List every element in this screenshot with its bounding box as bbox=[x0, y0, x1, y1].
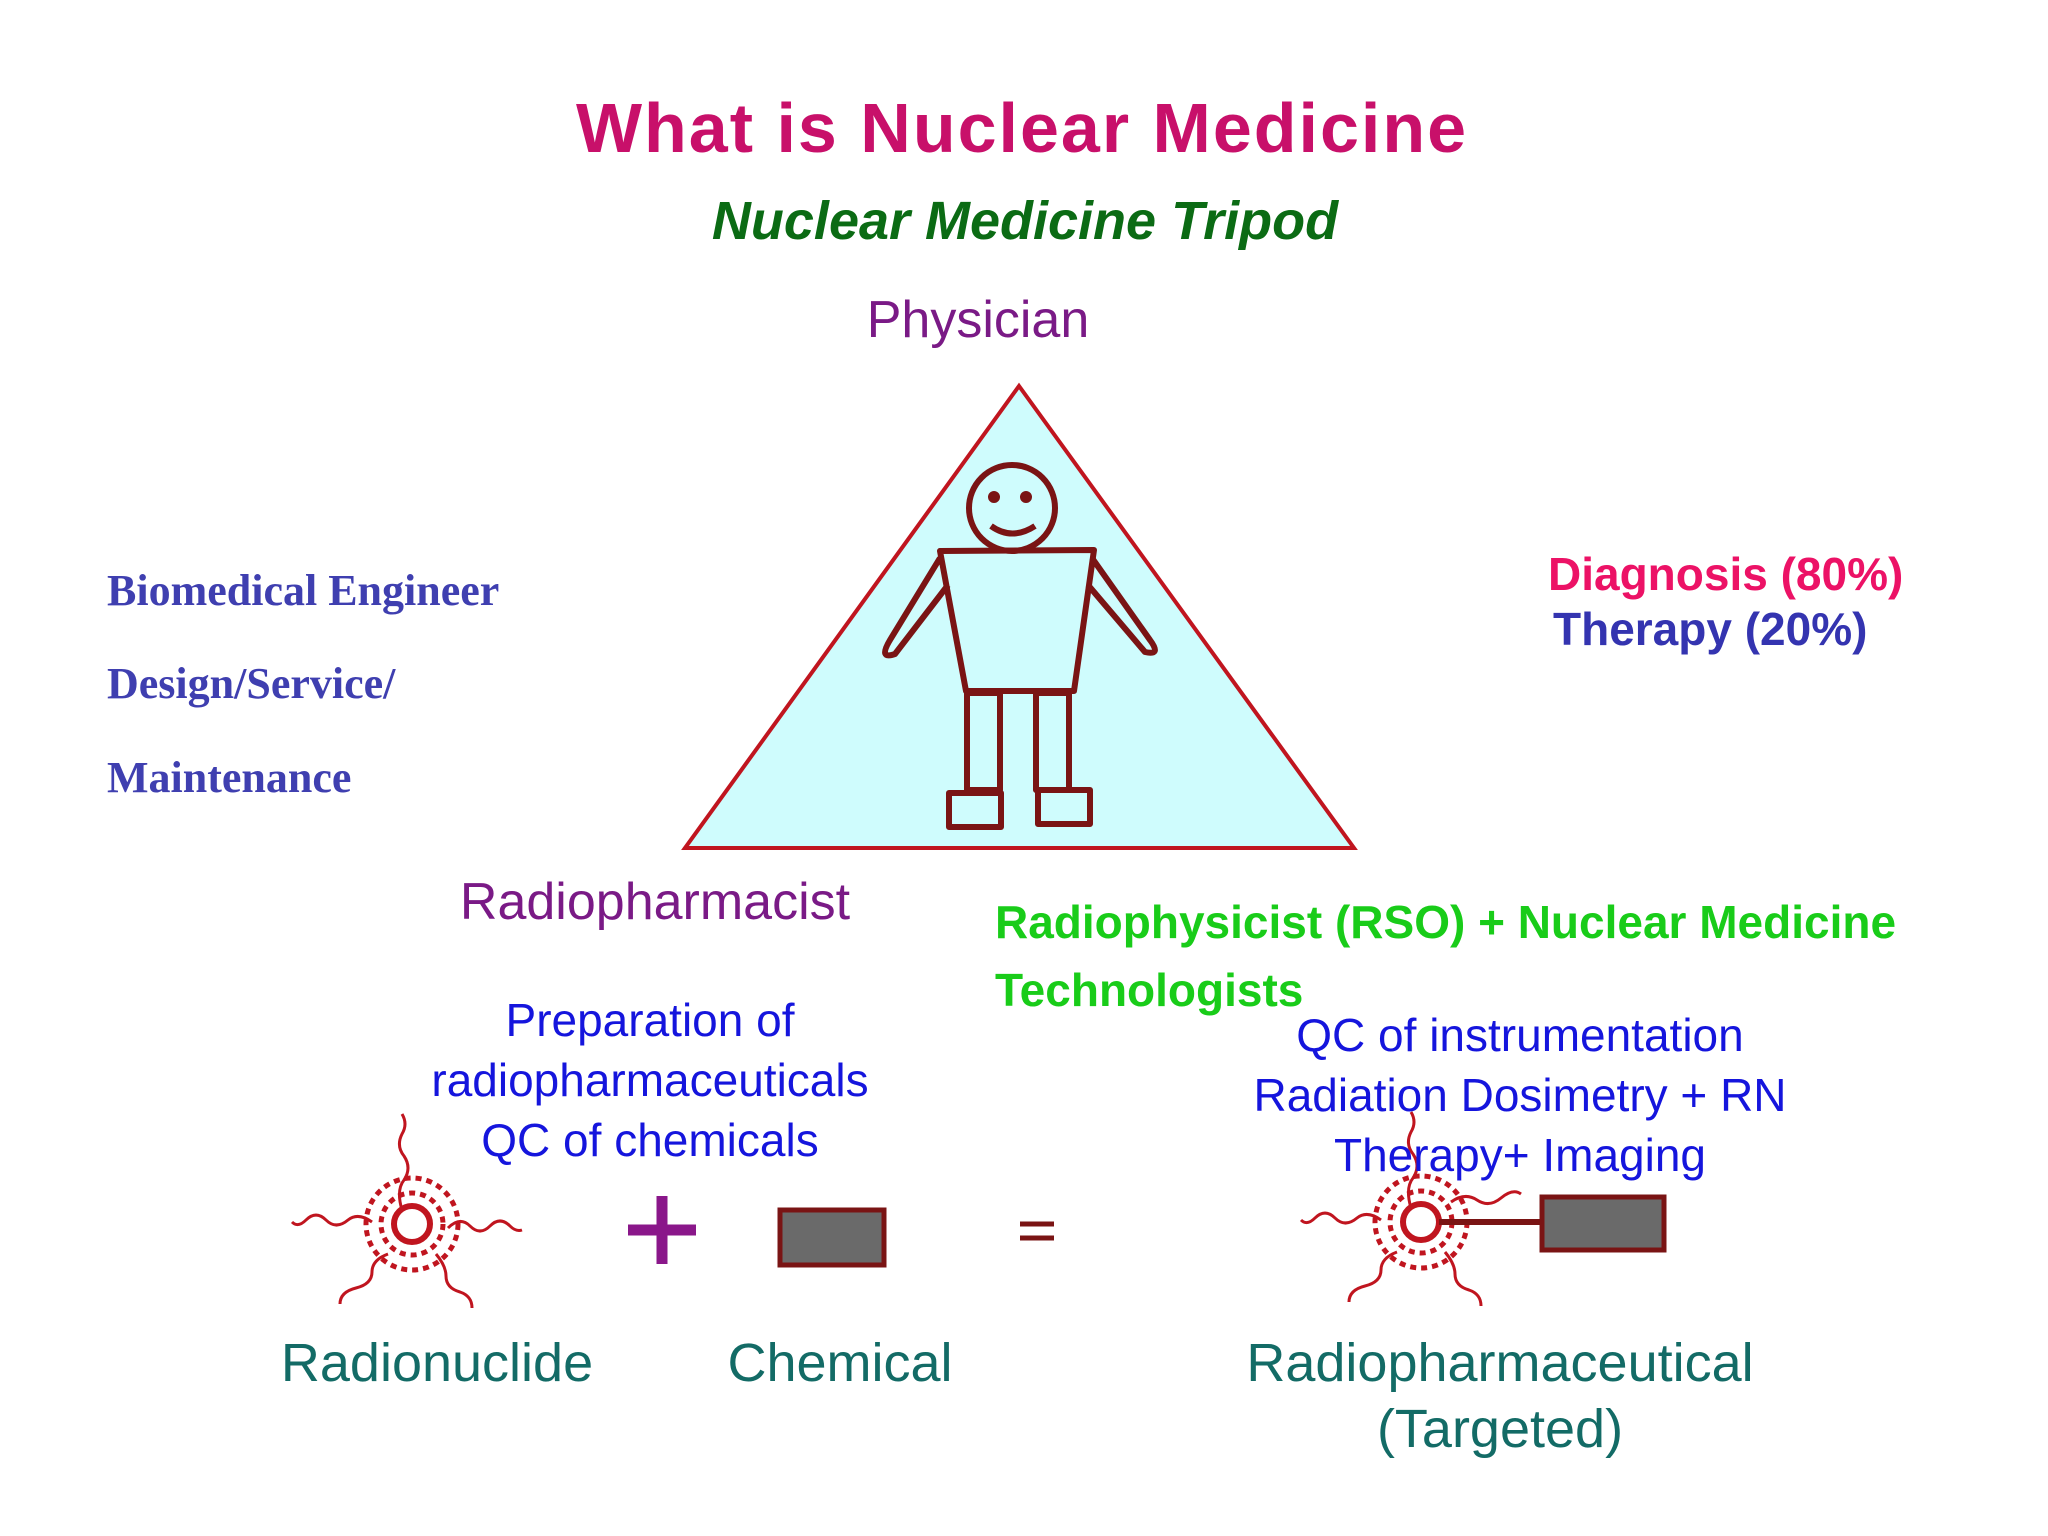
vertex-radiopharmacist: Radiopharmacist bbox=[459, 873, 851, 931]
vertex-physician: Physician bbox=[866, 291, 1090, 349]
label-line: Radiopharmaceutical bbox=[1246, 1333, 1754, 1393]
targeting-molecule-icon bbox=[1539, 1194, 1667, 1253]
vertex-radiophysicist: Radiophysicist (RSO) + Nuclear Medicine … bbox=[995, 896, 1897, 1016]
chemical-icon bbox=[777, 1207, 887, 1268]
label-line: (Targeted) bbox=[1376, 1399, 1624, 1459]
role-line: Radiation Dosimetry + RN bbox=[1253, 1069, 1787, 1121]
equals-sign bbox=[1020, 1221, 1054, 1241]
radionuclide-icon bbox=[290, 1113, 523, 1309]
page-title: What is Nuclear Medicine bbox=[575, 89, 1469, 167]
label-radionuclide: Radionuclide bbox=[280, 1333, 594, 1393]
label-chemical: Chemical bbox=[727, 1333, 953, 1393]
biomedical-line-1: Biomedical Engineer bbox=[107, 566, 500, 615]
therapy-share: Therapy (20%) bbox=[1553, 603, 1868, 655]
person-icon bbox=[882, 462, 1158, 830]
page-subtitle: Nuclear Medicine Tripod bbox=[711, 191, 1339, 251]
role-line: Preparation of bbox=[505, 994, 795, 1046]
role-line: QC of chemicals bbox=[481, 1114, 819, 1166]
physicist-roles: QC of instrumentation Radiation Dosimetr… bbox=[1253, 1005, 1786, 1185]
tripod-triangle bbox=[681, 382, 1358, 850]
role-line: radiopharmaceuticals bbox=[431, 1054, 869, 1106]
biomedical-line-3: Maintenance bbox=[107, 753, 352, 802]
diagnosis-share: Diagnosis (80%) bbox=[1548, 548, 1904, 600]
role-line: Therapy+ Imaging bbox=[1333, 1129, 1707, 1181]
label-radiopharmaceutical: Radiopharmaceutical (Targeted) bbox=[1246, 1330, 1753, 1462]
biomedical-line-2: Design/Service/ bbox=[107, 659, 396, 708]
plus-sign bbox=[628, 1196, 696, 1264]
role-line: QC of instrumentation bbox=[1296, 1009, 1744, 1061]
radiopharmacist-roles: Preparation of radiopharmaceuticals QC o… bbox=[431, 990, 868, 1170]
